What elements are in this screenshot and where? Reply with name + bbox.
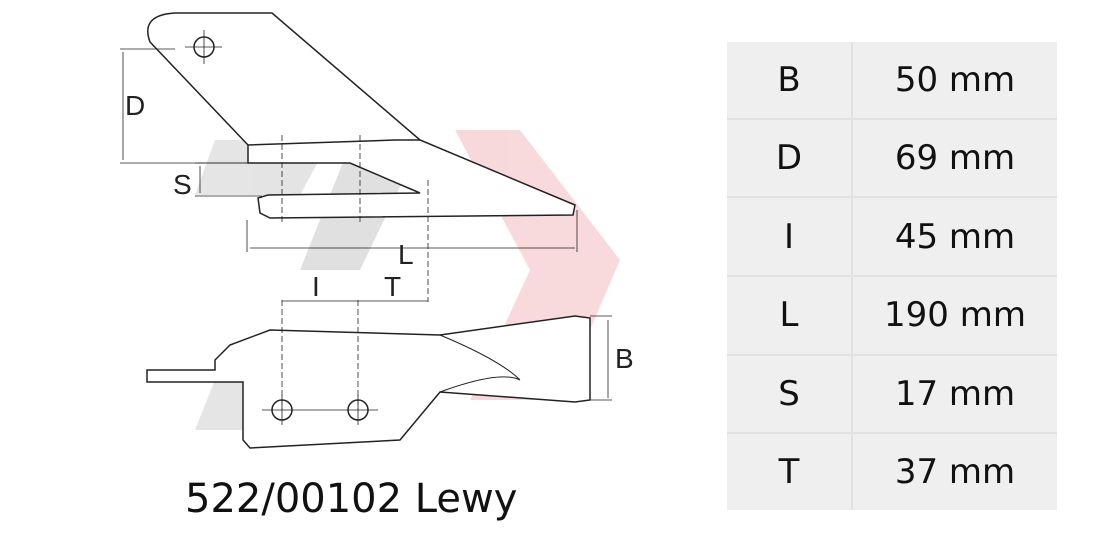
technical-drawing: D S L I T B <box>120 12 634 449</box>
dimension-value: 50 mm <box>894 59 1016 100</box>
table-row: B 50 mm <box>727 42 1057 119</box>
dimension-key: D <box>727 117 853 198</box>
dim-label-s: S <box>173 169 192 200</box>
dimension-value: 45 mm <box>852 196 1057 276</box>
dim-label-t: T <box>384 271 401 302</box>
dimension-value: 17 mm <box>852 353 1057 434</box>
part-number-caption: 522/00102 Lewy <box>185 476 518 522</box>
dimension-key: L <box>727 274 853 355</box>
dim-label-l: L <box>398 239 414 270</box>
dimension-key: T <box>727 432 853 510</box>
dim-label-d: D <box>125 90 145 121</box>
top-view: I T B <box>146 271 634 449</box>
dimension-value: 190 mm <box>852 274 1057 355</box>
dimension-value: 69 mm <box>852 117 1057 198</box>
side-view: D S L <box>120 12 578 302</box>
dimension-key: S <box>727 353 853 434</box>
dim-label-b: B <box>615 343 634 374</box>
dimension-key: I <box>727 196 853 276</box>
dimension-key: B <box>727 42 853 119</box>
dimension-value: 37 mm <box>852 432 1057 510</box>
dim-label-i: I <box>312 271 320 302</box>
